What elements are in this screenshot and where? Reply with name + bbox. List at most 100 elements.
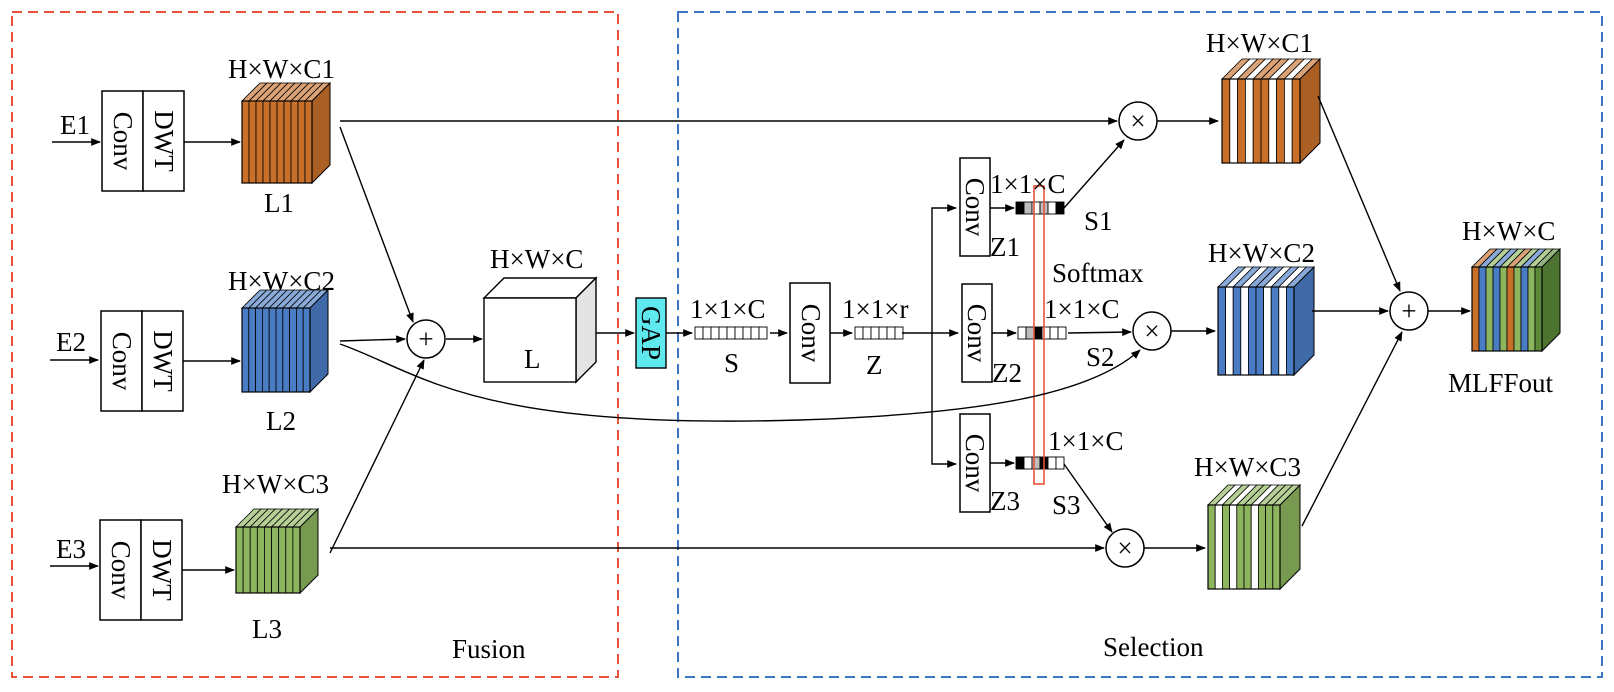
multiply-symbol-3: × [1117,533,1132,563]
cube-stripe [1225,286,1234,376]
cube-stripe [1492,266,1501,352]
conv-label: Conv [106,541,136,600]
s-dim: 1×1×C [690,294,765,324]
cube-out-1 [1221,57,1321,165]
vector-s1 [1015,201,1065,215]
w3-dim: 1×1×C [1048,426,1123,456]
vector-cell [726,326,736,340]
vector-cell [870,326,880,340]
cube-stripe [304,100,313,184]
vector-cell [1041,326,1051,340]
cube-stripe [1534,266,1543,352]
l1-name: L1 [264,188,294,218]
cube-stripe [1258,504,1267,590]
cube-stripe [1520,266,1529,352]
vector-cell [1055,201,1065,215]
cube-stripe [275,307,284,393]
conv-squeeze-label: Conv [796,304,826,363]
out3-dim: H×W×C3 [1194,452,1301,482]
cube-stripe [1471,266,1480,352]
multiply-symbol-2: × [1144,316,1159,346]
out2-dim: H×W×C2 [1208,238,1315,268]
cube-stripe [1272,504,1281,590]
cube-front-frame [241,100,313,184]
vector-s [694,326,768,340]
s1-label: S1 [1084,206,1113,236]
z1-label: Z1 [990,232,1020,262]
cube-l3 [235,507,319,595]
cube-stripe [256,526,265,594]
vector-cell [718,326,728,340]
dwt-label: DWT [148,330,178,392]
cube-stripe [1270,286,1280,376]
fusion-region [11,11,619,678]
cube-stripe [1506,266,1515,352]
cube-stripe [276,100,285,184]
cube-stripe [242,526,251,594]
cube-out-2 [1217,265,1315,377]
vector-cell [1015,456,1025,470]
cube-stripe [264,526,272,594]
l1-dim: H×W×C1 [228,54,335,84]
cube-front-frame [1217,286,1295,376]
cube-stripe [1263,286,1272,376]
vector-cell [1031,201,1041,215]
dwt-label: DWT [149,110,179,172]
cube-stripe [1236,504,1245,590]
cube-stripe [1217,286,1226,376]
cube-stripe [1243,504,1252,590]
cube-stripe [292,526,301,594]
cube-front-frame [241,307,311,393]
vector-cell [758,326,768,340]
cube-stripe [285,526,294,594]
conv-branch-3-label: Conv [960,434,990,493]
cube-l1 [241,81,331,185]
fused-name: L [524,344,541,374]
vector-cell [862,326,872,340]
vector-cell [1015,201,1025,215]
cube-stripe [241,307,250,393]
cube-stripe [289,307,297,393]
cube-final [1471,247,1561,353]
vector-cell [886,326,896,340]
vector-cell [1025,326,1035,340]
cube-stripe [1240,286,1249,376]
vector-cell [1049,326,1059,340]
cube-stripe [235,526,244,594]
cube-stripe [1478,266,1487,352]
vector-cell [750,326,760,340]
vector-cell [1047,201,1057,215]
z3-label: Z3 [990,486,1020,516]
cube-stripe [1245,78,1254,164]
l2-dim: H×W×C2 [228,266,335,296]
cube-stripe [1222,504,1231,590]
cube-stripe [282,307,290,393]
cube-stripe [295,307,304,393]
cube-stripe [248,100,257,184]
vector-cell [854,326,864,340]
vector-cell [1033,326,1043,340]
cube-l2 [241,288,329,394]
cube-stripe [1260,78,1270,164]
cube-stripe [283,100,292,184]
cube-stripe [1252,78,1262,164]
cube-stripe [241,100,250,184]
s-name: S [724,348,739,378]
vector-cell [1057,326,1067,340]
cube-stripe [1485,266,1494,352]
vector-cell [734,326,744,340]
cube-stripe [271,526,280,594]
vector-cell [710,326,720,340]
cube-stripe [1265,504,1274,590]
cube-front-frame [1471,266,1543,352]
cube-stripe [278,526,287,594]
cube-stripe [1229,504,1238,590]
cube-stripe [268,307,277,393]
dwt-label: DWT [147,539,177,601]
out1-dim: H×W×C1 [1206,28,1313,58]
l3-name: L3 [252,614,282,644]
z-dim: 1×1×r [842,294,908,324]
softmax-bar [1033,185,1045,485]
s3-label: S3 [1052,490,1081,520]
